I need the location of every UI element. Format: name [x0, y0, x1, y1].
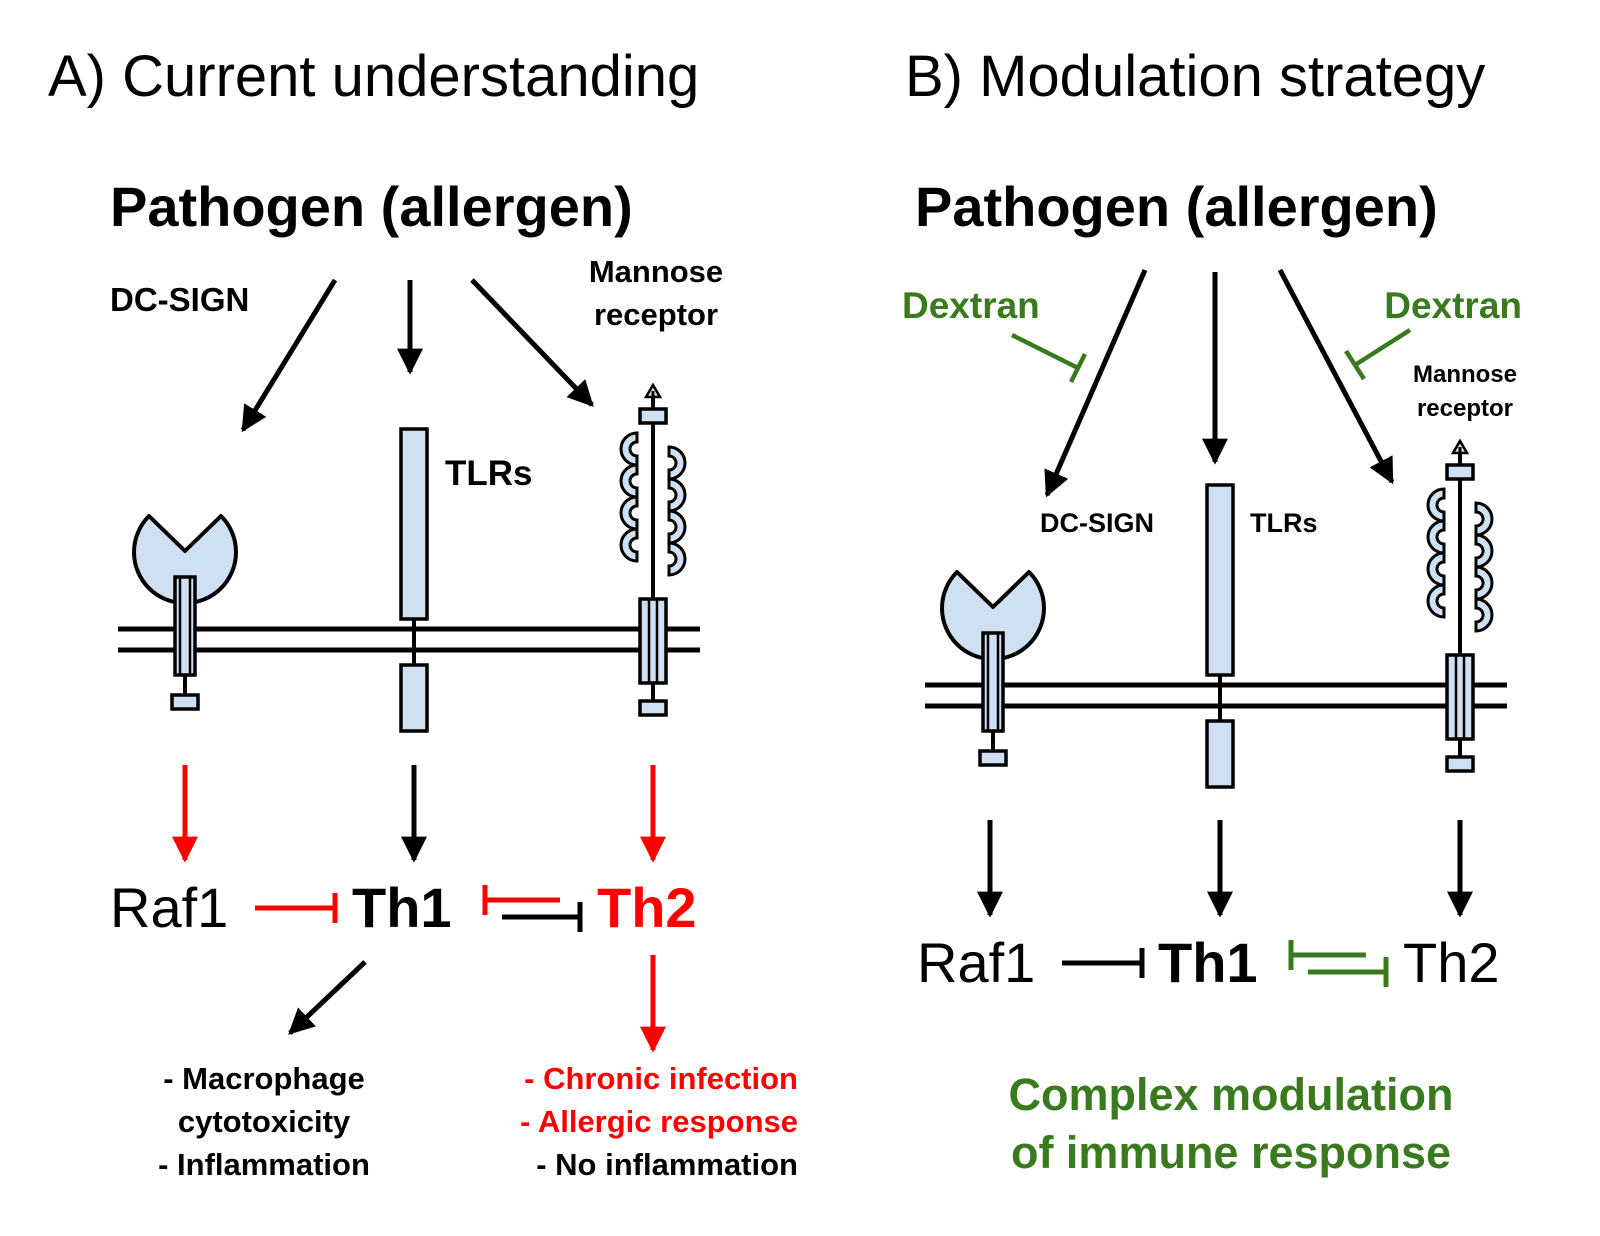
b-mannose-receptor — [1428, 441, 1492, 771]
b-th1-node: Th1 — [1158, 931, 1258, 994]
panel-b-title: B) Modulation strategy — [905, 44, 1485, 109]
mannose-receptor — [621, 385, 685, 715]
dextran-left-inhibition-bar — [1068, 352, 1088, 384]
panel-b: B) Modulation strategy Pathogen (allerge… — [902, 44, 1522, 1178]
b-mannose-receptor-label-line1: Mannose — [1413, 361, 1517, 388]
b-mannose-receptor-label-line2: receptor — [1417, 395, 1513, 422]
th1-outcome-arrow — [288, 960, 367, 1035]
mannose-receptor-label-line2: receptor — [594, 297, 718, 332]
dc-sign-label: DC-SIGN — [110, 281, 249, 318]
pathogen-to-dcsign-arrow — [240, 278, 338, 433]
b-tlr-receptor — [1205, 483, 1235, 789]
th2-outcome-chronic: - Chronic infection — [524, 1061, 798, 1096]
mannose-receptor-label-line1: Mannose — [589, 254, 723, 289]
b-raf1-node: Raf1 — [917, 931, 1035, 994]
conclusion-line2: of immune response — [1011, 1127, 1451, 1178]
th2-outcome-allergic: - Allergic response — [520, 1104, 798, 1139]
dc-sign-receptor — [132, 514, 238, 711]
tlr-receptor — [399, 427, 429, 733]
panel-a-pathogen: Pathogen (allergen) — [110, 175, 633, 238]
panel-b-pathogen: Pathogen (allergen) — [915, 175, 1438, 238]
b-th2-node: Th2 — [1403, 931, 1500, 994]
dextran-right-inhibition-bar — [1344, 349, 1366, 381]
pathogen-to-mannose-arrow — [470, 278, 594, 407]
th1-outcome-line1: - Macrophage — [163, 1061, 365, 1096]
b-pathogen-to-dcsign-arrow — [1044, 269, 1148, 498]
conclusion-line1: Complex modulation — [1008, 1069, 1453, 1120]
dextran-left-label: Dextran — [902, 285, 1040, 326]
th1-outcome-line2: cytotoxicity — [178, 1104, 351, 1139]
dextran-right-inhibition — [1353, 328, 1412, 367]
dextran-right-label: Dextran — [1384, 285, 1522, 326]
dextran-left-inhibition — [1010, 332, 1080, 371]
panel-a: A) Current understanding Pathogen (aller… — [48, 44, 798, 1182]
th1-node: Th1 — [352, 876, 452, 939]
th2-node: Th2 — [597, 876, 697, 939]
panel-a-title: A) Current understanding — [48, 44, 699, 109]
b-dc-sign-receptor — [940, 570, 1046, 767]
b-tlrs-label: TLRs — [1250, 508, 1318, 538]
th1-outcome-line3: - Inflammation — [158, 1147, 370, 1182]
b-pathogen-to-mannose-arrow — [1277, 268, 1395, 485]
tlrs-label: TLRs — [445, 454, 533, 493]
b-dc-sign-label: DC-SIGN — [1040, 508, 1154, 538]
th2-outcome-no-inflammation: - No inflammation — [536, 1147, 798, 1182]
raf1-node: Raf1 — [110, 876, 228, 939]
